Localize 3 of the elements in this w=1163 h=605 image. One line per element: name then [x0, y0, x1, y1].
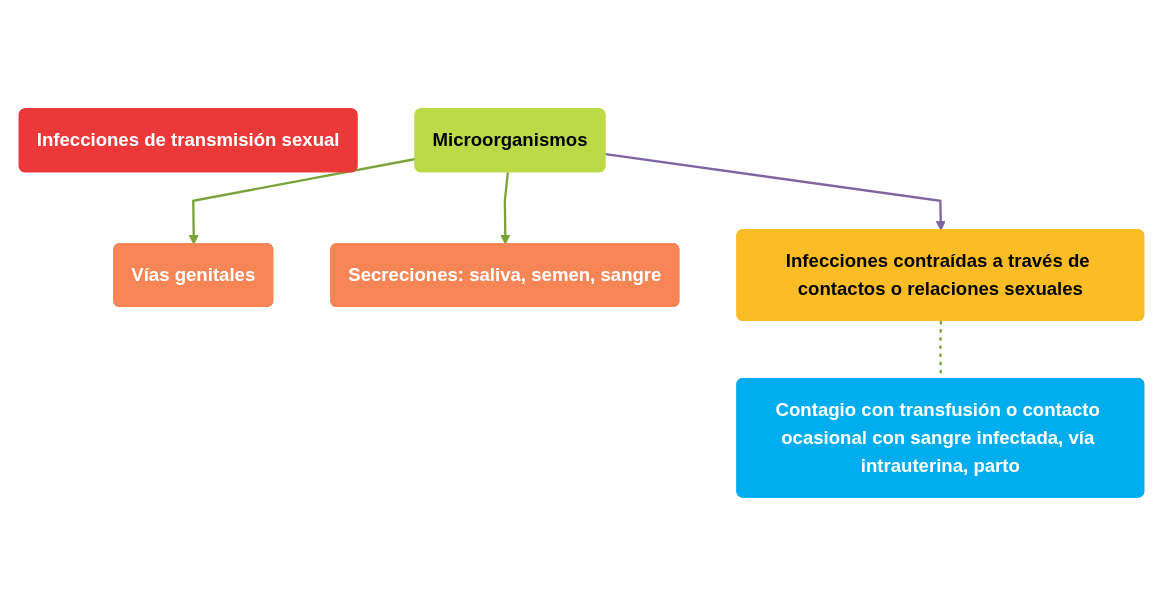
- arrow: [188, 157, 416, 245]
- arrow: [500, 171, 511, 245]
- arrow: [605, 152, 946, 231]
